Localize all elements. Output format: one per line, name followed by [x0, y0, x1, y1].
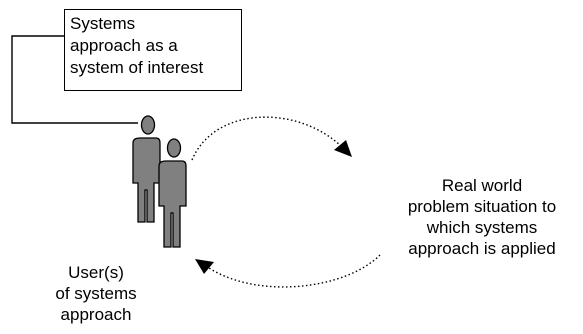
problem-situation-label: Real world problem situation to which sy… [407, 176, 557, 258]
systems-approach-callout-box: Systems approach as a system of interest [64, 9, 242, 91]
dotted-arrow-to-problem [191, 116, 344, 161]
callout-leader-line [11, 35, 138, 124]
arrowhead-icon [334, 140, 352, 157]
users-label: User(s) of systems approach [55, 263, 137, 324]
person-icon [158, 138, 187, 248]
person-icon [132, 115, 161, 223]
dotted-arrow-to-users [205, 254, 381, 288]
arrowhead-icon [195, 259, 214, 274]
callout-text: Systems approach as a system of interest [70, 14, 204, 77]
